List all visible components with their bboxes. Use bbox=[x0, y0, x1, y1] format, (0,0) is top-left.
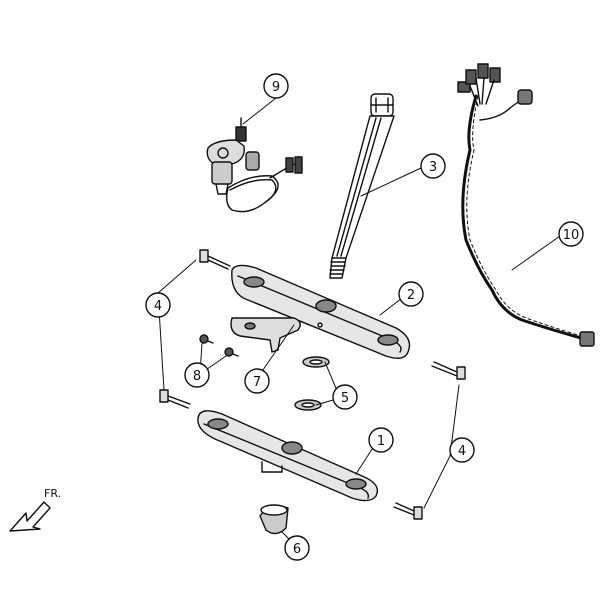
callout-4-left-label: 4 bbox=[154, 299, 162, 314]
callout-7-label: 7 bbox=[253, 375, 261, 390]
callout-2: 2 bbox=[398, 281, 424, 307]
callout-5: 5 bbox=[332, 384, 358, 410]
upper-bracket bbox=[231, 264, 411, 359]
callout-3: 3 bbox=[420, 153, 446, 179]
callouts: 9 3 10 2 4 8 7 5 1 4 6 bbox=[145, 73, 584, 561]
washers bbox=[294, 356, 330, 411]
wire-harness bbox=[457, 63, 595, 347]
callout-4-right-label: 4 bbox=[458, 444, 466, 459]
callout-2-label: 2 bbox=[407, 288, 415, 303]
callout-10-label: 10 bbox=[563, 228, 580, 243]
callout-8: 8 bbox=[184, 362, 210, 388]
callout-9: 9 bbox=[263, 73, 289, 99]
callout-6: 6 bbox=[284, 535, 310, 561]
callout-3-label: 3 bbox=[429, 160, 437, 175]
callout-6-label: 6 bbox=[293, 542, 301, 557]
callout-7: 7 bbox=[244, 368, 270, 394]
callout-9-label: 9 bbox=[272, 80, 280, 95]
callout-1-label: 1 bbox=[377, 434, 385, 449]
callout-8-label: 8 bbox=[193, 369, 201, 384]
cap-nut bbox=[259, 504, 289, 535]
callout-4-right: 4 bbox=[449, 437, 475, 463]
ignition-switch-assembly bbox=[206, 117, 303, 213]
lower-bracket bbox=[197, 410, 379, 502]
callout-5-label: 5 bbox=[341, 391, 349, 406]
front-arrow-label: FR. bbox=[44, 487, 61, 500]
front-direction-arrow: FR. bbox=[9, 487, 61, 532]
steering-stem bbox=[329, 93, 395, 279]
callout-4-left: 4 bbox=[145, 292, 171, 318]
callout-10: 10 bbox=[558, 221, 584, 247]
mounting-plate bbox=[230, 317, 323, 353]
callout-1: 1 bbox=[368, 427, 394, 453]
screws bbox=[199, 334, 239, 357]
bolts bbox=[159, 249, 466, 520]
